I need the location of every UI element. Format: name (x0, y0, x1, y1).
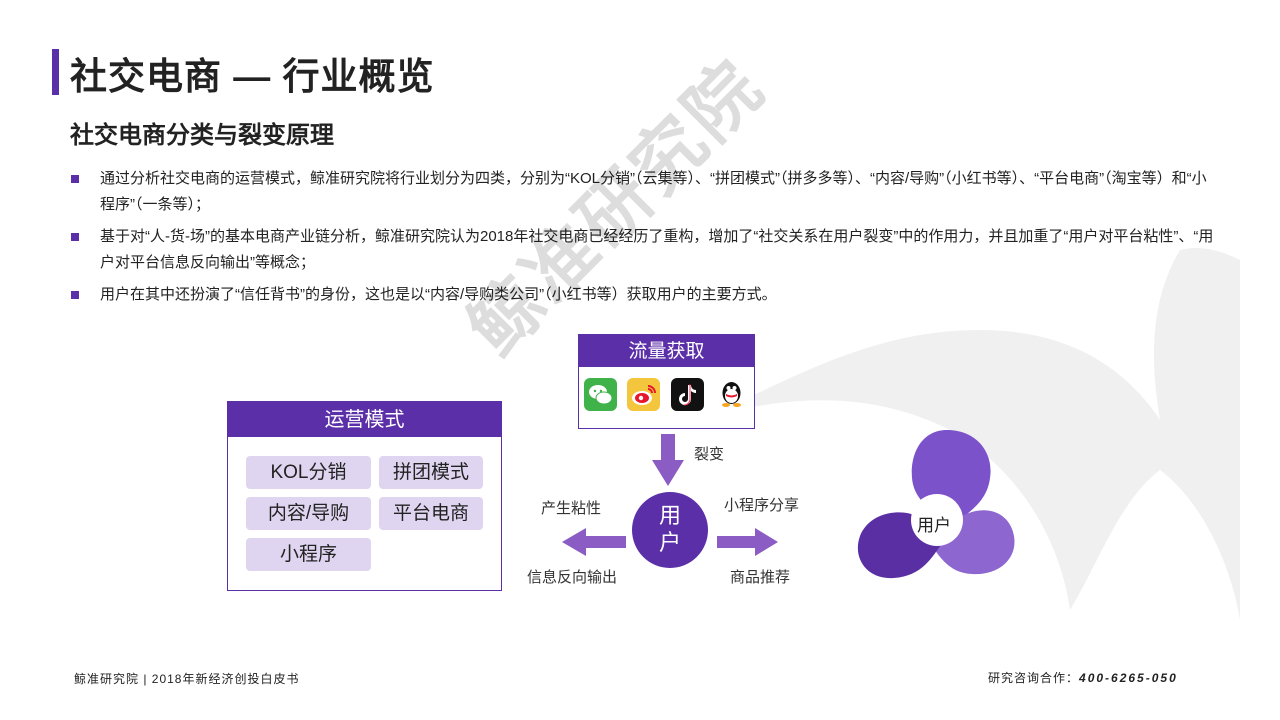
bullet-text: 通过分析社交电商的运营模式，鲸准研究院将行业划分为四类，分别为“KOL分销”（云… (100, 170, 1207, 213)
ops-chip-content: 内容/导购 (246, 497, 371, 530)
footer-phone: 400-6265-050 (1079, 671, 1178, 685)
miniprogram-share-label: 小程序分享 (724, 497, 800, 514)
qq-icon (715, 378, 748, 411)
ops-chip-platform: 平台电商 (379, 497, 483, 530)
bullet-text: 用户在其中还扮演了“信任背书”的身份，这也是以“内容/导购类公司”（小红书等）获… (100, 286, 777, 303)
wechat-icon (584, 378, 617, 411)
bullet-marker (71, 291, 79, 299)
trefoil-label: 用户 (917, 516, 951, 535)
reverse-output-label: 信息反向输出 (527, 569, 618, 586)
section-subtitle: 社交电商分类与裂变原理 (70, 122, 334, 149)
footer-contact: 研究咨询合作：400-6265-050 (988, 669, 1178, 686)
tiktok-icon (671, 378, 704, 411)
ops-chip-group-buy: 拼团模式 (379, 456, 483, 489)
ops-chip-kol: KOL分销 (246, 456, 371, 489)
bullet-list: 通过分析社交电商的运营模式，鲸准研究院将行业划分为四类，分别为“KOL分销”（云… (70, 166, 1220, 314)
ops-mode-title: 运营模式 (228, 402, 501, 437)
bullet-item: 通过分析社交电商的运营模式，鲸准研究院将行业划分为四类，分别为“KOL分销”（云… (70, 166, 1220, 218)
product-recommend-label: 商品推荐 (730, 569, 791, 586)
user-node: 用户 (632, 492, 708, 568)
user-trefoil-graphic (857, 430, 1015, 579)
down-arrow (652, 434, 684, 486)
flow-arrows (562, 434, 778, 556)
traffic-box: 流量获取 (578, 334, 755, 429)
left-arrow (562, 528, 626, 556)
footer-source: 鲸准研究院 | 2018年新经济创投白皮书 (74, 672, 300, 686)
bullet-text: 基于对“人-货-场”的基本电商产业链分析，鲸准研究院认为2018年社交电商已经经… (100, 228, 1214, 271)
title-accent-bar (52, 49, 59, 95)
traffic-title: 流量获取 (579, 335, 754, 367)
footer-contact-label: 研究咨询合作： (988, 671, 1080, 685)
page-title: 社交电商 — 行业概览 (70, 56, 435, 97)
bullet-item: 基于对“人-货-场”的基本电商产业链分析，鲸准研究院认为2018年社交电商已经经… (70, 224, 1220, 276)
right-arrow (717, 528, 778, 556)
bullet-marker (71, 175, 79, 183)
stickiness-label: 产生粘性 (541, 500, 602, 517)
ops-mode-box: 运营模式 KOL分销 拼团模式 内容/导购 平台电商 小程序 (227, 401, 502, 591)
bullet-marker (71, 233, 79, 241)
bullet-item: 用户在其中还扮演了“信任背书”的身份，这也是以“内容/导购类公司”（小红书等）获… (70, 282, 1220, 308)
ops-chip-miniprogram: 小程序 (246, 538, 371, 571)
weibo-icon (627, 378, 660, 411)
user-node-label: 用户 (658, 503, 681, 555)
fission-label: 裂变 (694, 446, 725, 463)
